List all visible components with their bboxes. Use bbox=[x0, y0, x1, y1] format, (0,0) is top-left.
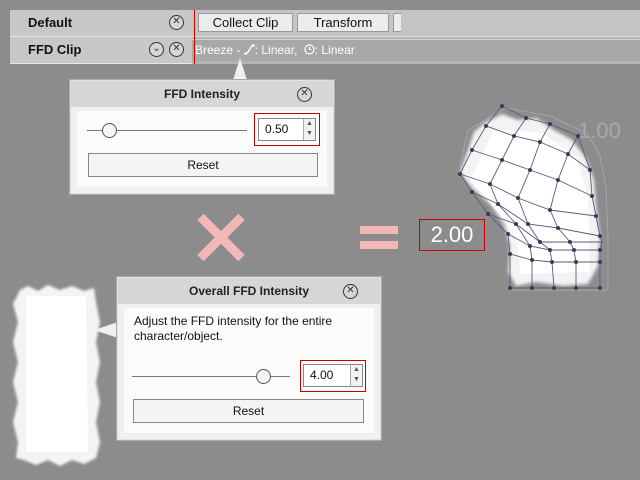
intensity-value: 0.50 bbox=[265, 122, 289, 136]
dialog-title: Overall FFD Intensity bbox=[118, 278, 380, 304]
ffd-lattice-illustration bbox=[458, 104, 609, 291]
overall-slider-track[interactable] bbox=[132, 376, 290, 377]
track-label: FFD Clip bbox=[28, 42, 82, 57]
intensity-slider-thumb[interactable] bbox=[102, 123, 118, 138]
toolbar-button-partial[interactable] bbox=[393, 13, 401, 32]
callout-pointer bbox=[233, 58, 247, 80]
chevron-down-icon[interactable]: ⌄ bbox=[149, 42, 164, 57]
track-list: Default ✕ FFD Clip ⌄ ✕ bbox=[10, 10, 192, 64]
playhead-marker[interactable] bbox=[194, 10, 195, 64]
overall-slider-thumb[interactable] bbox=[256, 369, 272, 384]
dialog-body: 0.50 ▲ ▼ Reset bbox=[77, 111, 327, 187]
close-icon[interactable]: ✕ bbox=[169, 15, 184, 30]
equals-sign-bottom bbox=[360, 241, 398, 249]
clip-toolbar: Collect Clip Transform bbox=[192, 10, 640, 37]
result-value: 2.00 bbox=[419, 219, 485, 251]
close-icon[interactable]: ✕ bbox=[297, 87, 312, 102]
transform-button[interactable]: Transform bbox=[297, 13, 389, 32]
clip-curve-mode: : Linear, bbox=[254, 43, 298, 57]
reset-button[interactable]: Reset bbox=[88, 153, 318, 177]
highlight-box bbox=[254, 113, 320, 146]
fur-block-image bbox=[13, 285, 100, 466]
multiply-sign bbox=[196, 212, 246, 262]
callout-pointer bbox=[94, 322, 118, 338]
ffd-intensity-dialog: FFD Intensity ✕ 0.50 ▲ ▼ Reset bbox=[70, 80, 334, 194]
dialog-title: FFD Intensity bbox=[71, 81, 333, 107]
spin-up-icon[interactable]: ▲ bbox=[350, 365, 362, 375]
close-icon[interactable]: ✕ bbox=[169, 42, 184, 57]
ease-curve-icon bbox=[243, 44, 255, 55]
reset-button[interactable]: Reset bbox=[133, 399, 364, 423]
ghost-value-label: 1.00 bbox=[578, 118, 621, 143]
overall-value-input[interactable]: 4.00 bbox=[303, 364, 363, 387]
intensity-value-input[interactable]: 0.50 bbox=[258, 118, 316, 141]
spin-down-icon[interactable]: ▼ bbox=[350, 375, 362, 386]
clip-name: Breeze bbox=[195, 43, 234, 57]
overall-value: 4.00 bbox=[310, 368, 334, 382]
ffd-clip-block[interactable]: Breeze - : Linear, : Linear bbox=[192, 39, 640, 61]
clip-timeline: Collect Clip Transform Breeze - : Linear… bbox=[192, 10, 640, 64]
dialog-description: Adjust the FFD intensity for the entire … bbox=[134, 314, 333, 343]
spin-up-icon[interactable]: ▲ bbox=[303, 119, 315, 129]
close-icon[interactable]: ✕ bbox=[343, 284, 358, 299]
intensity-slider-track[interactable] bbox=[87, 130, 247, 131]
track-row-ffd-clip[interactable]: FFD Clip ⌄ ✕ bbox=[10, 37, 192, 64]
track-label: Default bbox=[28, 15, 73, 30]
overall-ffd-intensity-dialog: Overall FFD Intensity ✕ Adjust the FFD i… bbox=[117, 277, 381, 440]
highlight-box bbox=[300, 360, 366, 392]
dialog-body: Adjust the FFD intensity for the entire … bbox=[124, 308, 374, 433]
spin-down-icon[interactable]: ▼ bbox=[303, 129, 315, 140]
equals-sign-top bbox=[360, 226, 398, 234]
clip-separator: - bbox=[233, 43, 244, 57]
clock-icon bbox=[304, 44, 315, 55]
collect-clip-button[interactable]: Collect Clip bbox=[198, 13, 293, 32]
clip-speed-mode: : Linear bbox=[314, 43, 355, 57]
track-row-default[interactable]: Default ✕ bbox=[10, 10, 192, 37]
